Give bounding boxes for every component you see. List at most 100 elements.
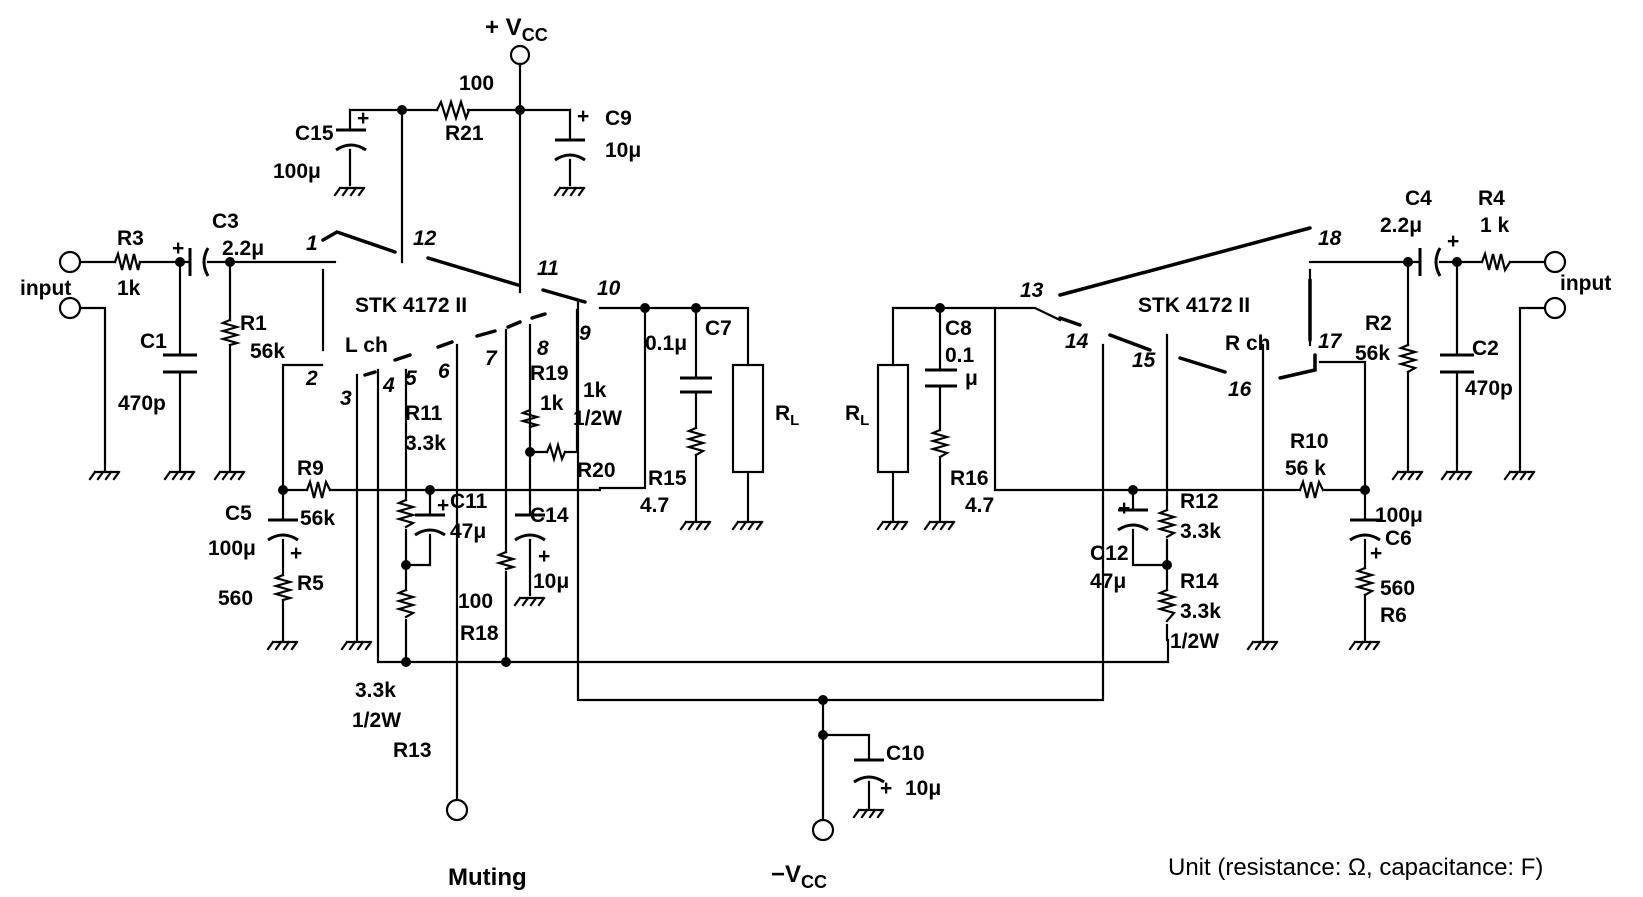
input-right-signal-terminal — [1543, 250, 1567, 274]
svg-text:1 k: 1 k — [1480, 214, 1510, 237]
resistor-r11 — [394, 498, 418, 529]
capacitor-c8 — [925, 368, 957, 388]
svg-text:R16: R16 — [950, 467, 989, 490]
svg-text:R3: R3 — [117, 227, 144, 250]
svg-text:1k: 1k — [117, 277, 141, 300]
resistor-r1 — [218, 318, 242, 347]
svg-text:R1: R1 — [240, 312, 267, 335]
svg-text:100: 100 — [458, 590, 493, 613]
input-left-signal-terminal — [58, 250, 82, 274]
svg-text:C6: C6 — [1385, 527, 1412, 550]
svg-text:4.7: 4.7 — [640, 494, 669, 517]
capacitor-c14 — [514, 513, 546, 542]
svg-text:R12: R12 — [1180, 490, 1219, 513]
capacitor-c1 — [163, 353, 197, 374]
ic-left-name: STK 4172 II — [355, 294, 467, 317]
pin-5: 5 — [405, 367, 417, 390]
svg-text:0.1: 0.1 — [945, 344, 975, 367]
resistor-r12 — [1155, 508, 1179, 539]
load-resistor-right — [876, 363, 910, 474]
pin-10: 10 — [597, 277, 621, 300]
capacitor-c6 — [1349, 518, 1381, 542]
svg-text:470p: 470p — [118, 392, 166, 415]
resistor-r9 — [305, 478, 332, 499]
resistor-r2 — [1396, 343, 1420, 374]
capacitor-c9 — [554, 138, 586, 162]
pin-12: 12 — [413, 227, 437, 250]
svg-text:C12: C12 — [1090, 542, 1129, 565]
capacitor-c15 — [335, 128, 367, 152]
svg-text:1/2W: 1/2W — [573, 407, 622, 430]
svg-text:C2: C2 — [1472, 337, 1499, 360]
svg-text:R10: R10 — [1290, 430, 1329, 453]
svg-text:C7: C7 — [705, 317, 732, 340]
unit-footnote: Unit (resistance: Ω, capacitance: F) — [1168, 854, 1543, 881]
resistor-r14 — [1155, 588, 1179, 623]
svg-text:R13: R13 — [393, 739, 432, 762]
svg-text:56 k: 56 k — [1285, 457, 1326, 480]
svg-text:C14: C14 — [530, 504, 569, 527]
left-channel-label: L ch — [345, 334, 388, 357]
svg-text:C3: C3 — [212, 210, 239, 233]
load-left-label: RL — [775, 402, 799, 429]
pin-7: 7 — [485, 347, 498, 370]
svg-text:47μ: 47μ — [450, 520, 486, 543]
svg-text:560: 560 — [218, 587, 253, 610]
load-right-label: RL — [845, 402, 869, 429]
svg-text:C10: C10 — [886, 742, 925, 765]
svg-text:R9: R9 — [297, 457, 324, 480]
pin-14: 14 — [1065, 330, 1089, 353]
resistor-r10 — [1298, 478, 1325, 499]
resistor-r20 — [545, 440, 567, 464]
svg-text:3.3k: 3.3k — [355, 679, 396, 702]
pin-6: 6 — [438, 360, 450, 383]
svg-text:4.7: 4.7 — [965, 494, 994, 517]
svg-text:C4: C4 — [1405, 187, 1432, 210]
svg-text:1/2W: 1/2W — [1170, 630, 1219, 653]
svg-text:560: 560 — [1380, 577, 1415, 600]
input-right-label: input — [1560, 272, 1611, 295]
right-channel-label: R ch — [1225, 332, 1271, 355]
svg-text:1k: 1k — [540, 392, 564, 415]
capacitor-c4 — [1418, 247, 1442, 277]
svg-text:C15: C15 — [295, 122, 334, 145]
svg-text:μ: μ — [965, 367, 978, 390]
pin-9: 9 — [579, 322, 591, 345]
pin-3: 3 — [340, 387, 352, 410]
svg-text:56k: 56k — [250, 340, 285, 363]
resistor-r13 — [394, 588, 418, 619]
svg-text:3.3k: 3.3k — [405, 432, 446, 455]
pin-1: 1 — [306, 232, 318, 255]
svg-text:100μ: 100μ — [273, 160, 321, 183]
svg-text:0.1μ: 0.1μ — [645, 332, 687, 355]
svg-text:+: + — [1447, 230, 1459, 253]
svg-text:+: + — [172, 237, 184, 260]
wiring — [78, 61, 1547, 822]
svg-text:R21: R21 — [445, 122, 484, 145]
load-resistor-left — [731, 363, 765, 474]
svg-text:+: + — [437, 494, 449, 517]
svg-text:3.3k: 3.3k — [1180, 600, 1221, 623]
svg-text:+: + — [1118, 497, 1130, 520]
svg-text:10μ: 10μ — [905, 777, 941, 800]
vcc-neg-terminal — [811, 818, 835, 842]
resistor-r19 — [518, 408, 542, 429]
svg-text:100: 100 — [459, 72, 494, 95]
muting-terminal — [445, 798, 469, 822]
svg-text:10μ: 10μ — [533, 570, 569, 593]
svg-text:R2: R2 — [1365, 312, 1392, 335]
svg-text:1/2W: 1/2W — [352, 709, 401, 732]
svg-text:2.2μ: 2.2μ — [222, 237, 264, 260]
svg-text:+: + — [1370, 542, 1382, 565]
resistor-r21 — [435, 98, 471, 122]
capacitor-c11 — [414, 513, 446, 537]
svg-text:C8: C8 — [945, 317, 972, 340]
pin-16: 16 — [1228, 378, 1252, 401]
svg-text:R19: R19 — [530, 362, 569, 385]
svg-text:+: + — [880, 777, 892, 800]
resistor-r3 — [113, 250, 142, 271]
svg-text:100μ: 100μ — [208, 537, 256, 560]
input-left-ground-terminal — [58, 296, 82, 320]
capacitor-c10 — [853, 758, 885, 784]
